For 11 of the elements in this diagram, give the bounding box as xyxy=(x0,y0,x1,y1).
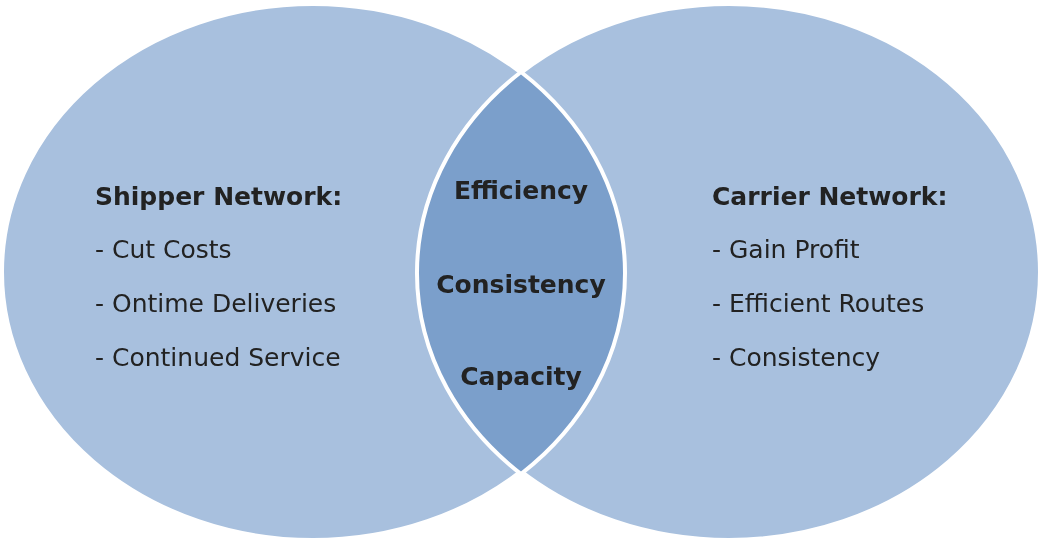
group-heading: Shipper Network: xyxy=(95,182,343,212)
list-item: - Consistency xyxy=(712,343,881,373)
list-item: - Gain Profit xyxy=(712,235,860,265)
list-item: - Cut Costs xyxy=(95,235,232,265)
list-item: - Efficient Routes xyxy=(712,289,925,319)
overlap-label: Consistency xyxy=(436,270,606,300)
overlap-label: Capacity xyxy=(460,362,582,392)
list-item: - Ontime Deliveries xyxy=(95,289,337,319)
group-heading: Carrier Network: xyxy=(712,182,948,212)
list-item: - Continued Service xyxy=(95,343,341,373)
overlap-label: Efficiency xyxy=(453,176,589,206)
